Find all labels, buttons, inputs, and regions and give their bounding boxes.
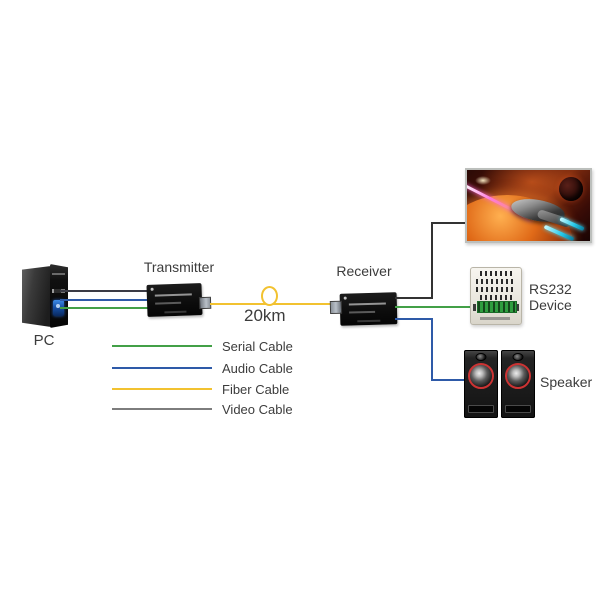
rs232-label-line1: RS232	[529, 281, 572, 297]
speaker-port-slot2	[505, 405, 531, 413]
receiver-print-line	[348, 302, 387, 306]
pc-side-panel	[22, 266, 51, 327]
legend-row-video: Video Cable	[112, 401, 293, 417]
legend-label-audio: Audio Cable	[222, 360, 293, 376]
speaker-tweeter2	[512, 353, 524, 361]
transmitter-label: Transmitter	[143, 259, 215, 275]
legend-line-video	[112, 408, 212, 410]
rs232-terminal-block	[477, 301, 517, 313]
transmitter-device	[146, 283, 212, 317]
audio-cable-to-speaker	[431, 379, 466, 381]
monitor-screen	[467, 170, 590, 241]
speaker-driver	[468, 363, 494, 389]
legend-label-fiber: Fiber Cable	[222, 381, 290, 397]
receiver-device	[329, 292, 398, 326]
legend-line-serial	[112, 345, 212, 347]
pc-tower	[22, 264, 68, 328]
legend-row-serial: Serial Cable	[112, 338, 293, 354]
speaker-right	[501, 350, 535, 418]
serial-cable-pc-to-transmitter	[60, 307, 148, 309]
speaker-port-slot	[468, 405, 494, 413]
speaker-driver2	[505, 363, 531, 389]
rs232-terminal-tab-right	[516, 304, 519, 311]
fiber-distance-label: 20km	[244, 306, 286, 325]
receiver-label: Receiver	[336, 263, 392, 279]
video-cable-receiver-h	[395, 297, 433, 299]
pc-led-panel	[53, 300, 64, 316]
speaker-label: Speaker	[540, 374, 593, 390]
fiber-loop	[261, 286, 278, 306]
legend-row-audio: Audio Cable	[112, 360, 293, 376]
pc-front-ports	[52, 289, 65, 293]
rs232-terminal-tab-left	[473, 304, 476, 311]
rs232-vent-row2	[476, 279, 516, 284]
video-cable-pc-to-transmitter	[60, 290, 148, 292]
audio-cable-receiver-h	[395, 318, 433, 320]
speaker-tweeter	[475, 353, 487, 361]
serial-cable-to-rs232	[395, 306, 470, 308]
legend-row-fiber: Fiber Cable	[112, 381, 290, 397]
rs232-print-line	[480, 317, 510, 320]
legend-label-video: Video Cable	[222, 401, 293, 417]
speaker-left	[464, 350, 498, 418]
explosion-flare	[475, 176, 491, 185]
legend-line-audio	[112, 367, 212, 369]
rs232-vent-row4	[480, 295, 512, 300]
video-cable-to-monitor	[431, 222, 465, 224]
audio-cable-pc-to-transmitter	[60, 299, 148, 301]
legend-line-fiber	[112, 388, 212, 390]
video-cable-receiver-v	[431, 222, 433, 299]
transmitter-print-line	[155, 293, 192, 297]
dark-moon	[559, 177, 583, 201]
pc-power-led	[56, 304, 60, 308]
audio-cable-receiver-v	[431, 318, 433, 381]
legend-label-serial: Serial Cable	[222, 338, 293, 354]
rs232-label: RS232 Device	[529, 281, 572, 313]
speaker-pair	[464, 350, 535, 418]
rs232-vent-row	[480, 271, 512, 276]
receiver-print-line3	[357, 319, 381, 323]
transmitter-print-line3	[163, 310, 186, 314]
pc-label: PC	[33, 332, 55, 349]
rs232-vent-row3	[476, 287, 516, 292]
pc-optical-drive	[52, 273, 65, 275]
transmitter-print-line2	[155, 301, 181, 305]
receiver-fiber-port	[329, 300, 343, 315]
transmitter-logo-dot	[150, 287, 154, 291]
receiver-logo-dot	[343, 296, 347, 300]
rs232-label-line2: Device	[529, 297, 572, 314]
display-monitor	[465, 168, 592, 243]
receiver-print-line2	[348, 310, 375, 314]
rs232-device	[470, 267, 522, 325]
